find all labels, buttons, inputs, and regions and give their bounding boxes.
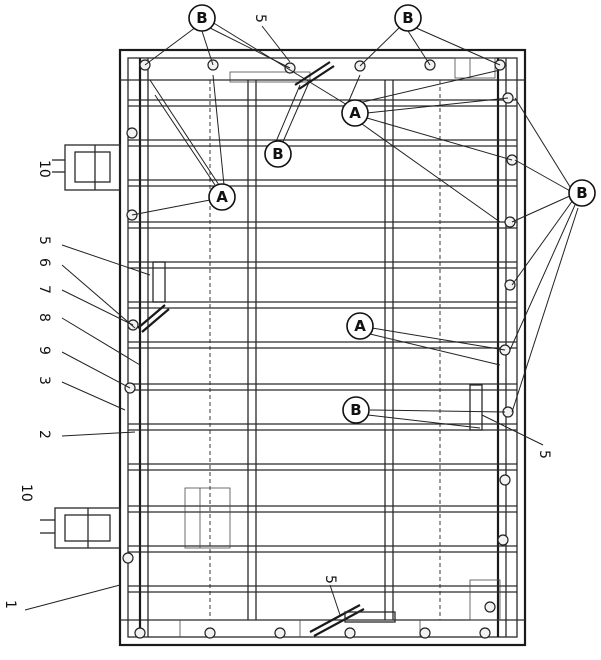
callouts: B B B B B A A A — [188, 4, 596, 424]
part-number-8: 8 — [36, 313, 52, 322]
svg-text:B: B — [576, 184, 587, 202]
part-number-7: 7 — [36, 285, 52, 294]
callout-b-top-right: B — [394, 4, 422, 32]
left-brackets — [40, 144, 121, 549]
svg-text:B: B — [196, 9, 207, 27]
svg-text:A: A — [216, 188, 228, 206]
part-number-2: 2 — [36, 430, 52, 439]
part-number-10-bottom: 10 — [18, 484, 34, 502]
callout-a-upper-left: A — [208, 183, 236, 211]
svg-text:B: B — [402, 9, 413, 27]
part-number-5-top: 5 — [252, 14, 268, 23]
callout-b-top-left: B — [188, 4, 216, 32]
link-elements — [137, 61, 483, 637]
callout-a-upper-right: A — [341, 99, 369, 127]
part-number-5-left: 5 — [36, 236, 52, 245]
callout-b-lower-mid: B — [342, 396, 370, 424]
part-number-3: 3 — [36, 376, 52, 385]
cross-members — [128, 99, 517, 593]
inner-detail — [179, 57, 501, 637]
callout-a-mid-right: A — [346, 312, 374, 340]
svg-text:B: B — [272, 145, 283, 163]
svg-text:A: A — [349, 104, 361, 122]
part-number-5-bottom: 5 — [322, 575, 338, 584]
part-number-10-top: 10 — [36, 160, 52, 178]
part-number-1: 1 — [2, 600, 18, 609]
part-number-5-right: 5 — [536, 450, 552, 459]
callout-b-mid-top: B — [264, 140, 292, 168]
callout-b-right: B — [568, 179, 596, 207]
svg-text:A: A — [354, 317, 366, 335]
part-numbers: 10 5 5 6 7 8 9 3 2 10 1 5 5 — [2, 14, 552, 609]
outer-frame — [118, 48, 527, 647]
part-number-6: 6 — [36, 258, 52, 267]
part-number-9: 9 — [36, 346, 52, 355]
connection-nodes — [122, 59, 518, 639]
svg-text:B: B — [350, 401, 361, 419]
leader-lines — [24, 21, 579, 616]
